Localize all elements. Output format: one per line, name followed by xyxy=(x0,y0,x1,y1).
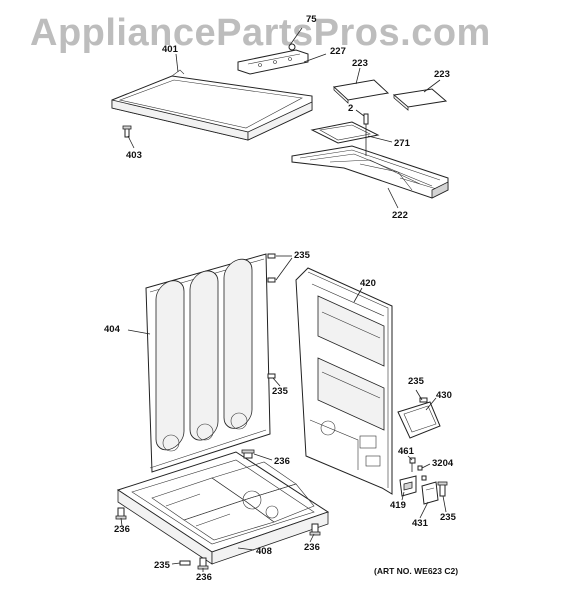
label-222: 222 xyxy=(392,210,408,221)
label-2: 2 xyxy=(348,103,353,114)
label-236-bottom: 236 xyxy=(196,572,212,583)
leg-236-left[interactable] xyxy=(115,507,127,520)
label-235-mid: 235 xyxy=(272,386,289,397)
bracket-227[interactable] xyxy=(237,49,309,75)
label-401: 401 xyxy=(162,44,179,55)
screw-235-bottom[interactable] xyxy=(179,560,191,566)
label-431: 431 xyxy=(412,518,429,529)
base-408[interactable] xyxy=(116,451,330,565)
screw-235-top-back[interactable] xyxy=(267,253,276,283)
label-430: 430 xyxy=(436,390,452,401)
label-403: 403 xyxy=(126,150,142,161)
leg-236-right-front[interactable] xyxy=(309,523,321,536)
label-408: 408 xyxy=(256,546,272,557)
leg-236-bottom[interactable] xyxy=(197,557,209,570)
pad-223-right[interactable] xyxy=(392,88,448,111)
leader-lines xyxy=(120,53,447,572)
label-223-left: 223 xyxy=(352,58,368,69)
art-number: (ART NO. WE623 C2) xyxy=(374,566,458,576)
label-236-back: 236 xyxy=(274,456,290,467)
pad-223-left[interactable] xyxy=(332,79,390,104)
label-235-bottom: 235 xyxy=(154,560,171,571)
vent-cover-430[interactable] xyxy=(397,401,441,439)
back-panel-404[interactable] xyxy=(145,253,271,473)
label-404: 404 xyxy=(104,324,121,335)
screw-235-vent[interactable] xyxy=(419,397,428,403)
label-461: 461 xyxy=(398,446,415,457)
screw-2[interactable] xyxy=(363,113,369,125)
screws-3204[interactable] xyxy=(417,465,427,481)
heater-assembly-222[interactable] xyxy=(291,145,449,199)
label-236-right: 236 xyxy=(304,542,320,553)
label-235-vent: 235 xyxy=(408,376,425,387)
strain-relief-431[interactable] xyxy=(421,481,439,505)
screw-235-terminal[interactable] xyxy=(437,481,448,497)
screw-403[interactable] xyxy=(122,125,132,138)
screw-235-mid-back[interactable] xyxy=(267,373,276,379)
label-235-top: 235 xyxy=(294,250,311,261)
leg-236-right-back[interactable] xyxy=(241,449,255,459)
label-420: 420 xyxy=(360,278,376,289)
label-3204: 3204 xyxy=(432,458,454,469)
label-419: 419 xyxy=(390,500,406,511)
watermark: AppliancePartsPros.com xyxy=(30,12,491,54)
bracket-419[interactable] xyxy=(399,475,417,497)
label-75: 75 xyxy=(306,14,317,25)
label-223-right: 223 xyxy=(434,69,450,80)
screw-461[interactable] xyxy=(409,457,416,472)
label-227: 227 xyxy=(330,46,346,57)
label-235-terminal: 235 xyxy=(440,512,457,523)
label-271: 271 xyxy=(394,138,411,149)
top-panel-401[interactable] xyxy=(111,69,313,141)
rear-panel-420[interactable] xyxy=(295,267,393,495)
screw-75[interactable] xyxy=(288,27,303,51)
gasket-271[interactable] xyxy=(310,121,380,144)
label-236-left: 236 xyxy=(114,524,130,535)
